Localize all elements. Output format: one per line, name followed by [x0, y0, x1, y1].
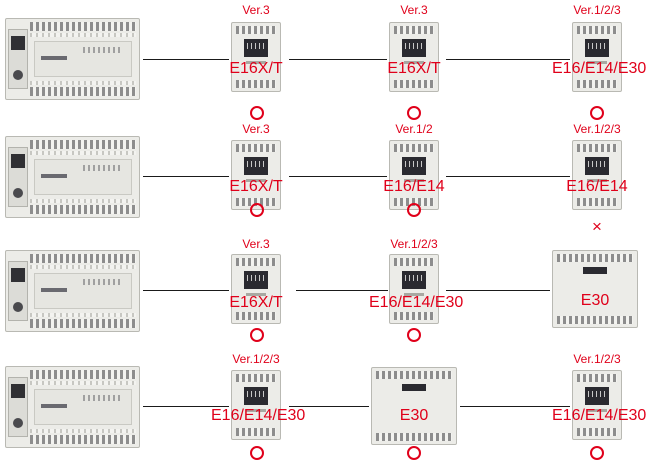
model-label-3: E16/E14/E30 — [552, 407, 647, 424]
model-label-1: E16X/T — [229, 60, 283, 77]
model-label-3: E16/E14/E30 — [552, 60, 647, 77]
version-label-3: Ver.1/2/3 — [573, 122, 621, 136]
compatible-circle-icon — [407, 203, 421, 217]
model-label-2: E16/E14 — [383, 178, 445, 195]
expansion-unit-1 — [231, 370, 281, 440]
connection-line — [143, 406, 229, 407]
model-label-1: E16X/T — [229, 178, 283, 195]
connection-line — [143, 176, 229, 177]
connection-line — [446, 290, 550, 291]
compatible-circle-icon — [250, 446, 264, 460]
model-label-3: E30 — [580, 292, 610, 309]
expansion-unit-1 — [231, 140, 281, 210]
version-label-2: Ver.1/2 — [395, 122, 433, 136]
model-label-2: E16/E14/E30 — [369, 294, 464, 311]
model-label-2: E30 — [399, 407, 429, 424]
expansion-unit-1 — [231, 22, 281, 92]
version-label-1: Ver.1/2/3 — [232, 352, 280, 366]
compatible-circle-icon — [250, 328, 264, 342]
model-label-1: E16/E14/E30 — [211, 407, 306, 424]
model-label-3: E16/E14 — [566, 178, 628, 195]
version-label-1: Ver.3 — [242, 237, 270, 251]
expansion-unit-2 — [389, 254, 439, 324]
model-label-2: E16X/T — [387, 60, 441, 77]
connection-line — [143, 59, 229, 60]
version-label-2: Ver.3 — [400, 3, 428, 17]
expansion-unit-2 — [389, 140, 439, 210]
connection-line — [446, 176, 570, 177]
expansion-unit-2 — [389, 22, 439, 92]
control-unit — [5, 250, 140, 332]
connection-line — [296, 290, 388, 291]
expansion-unit-3 — [572, 370, 622, 440]
connection-line — [289, 176, 387, 177]
compatible-circle-icon — [407, 446, 421, 460]
version-label-1: Ver.3 — [242, 3, 270, 17]
connection-line — [289, 406, 369, 407]
version-label-2: Ver.1/2/3 — [390, 237, 438, 251]
version-label-3: Ver.1/2/3 — [573, 352, 621, 366]
compatible-circle-icon — [407, 328, 421, 342]
connection-line — [289, 59, 387, 60]
compatible-circle-icon — [590, 446, 604, 460]
version-label-1: Ver.3 — [242, 122, 270, 136]
control-unit — [5, 18, 140, 100]
control-unit — [5, 136, 140, 218]
connection-line — [460, 406, 570, 407]
expansion-unit-1 — [231, 254, 281, 324]
expansion-unit-3 — [572, 140, 622, 210]
version-label-3: Ver.1/2/3 — [573, 3, 621, 17]
control-unit — [5, 366, 140, 448]
compatible-circle-icon — [590, 106, 604, 120]
compatible-circle-icon — [250, 203, 264, 217]
incompatible-cross-icon: × — [592, 217, 602, 236]
compatible-circle-icon — [250, 106, 264, 120]
expansion-unit-e30 — [371, 367, 457, 445]
compatible-circle-icon — [407, 106, 421, 120]
expansion-unit-e30 — [552, 250, 638, 328]
connection-line — [446, 59, 570, 60]
model-label-1: E16X/T — [229, 294, 283, 311]
connection-line — [143, 290, 229, 291]
expansion-unit-3 — [572, 22, 622, 92]
